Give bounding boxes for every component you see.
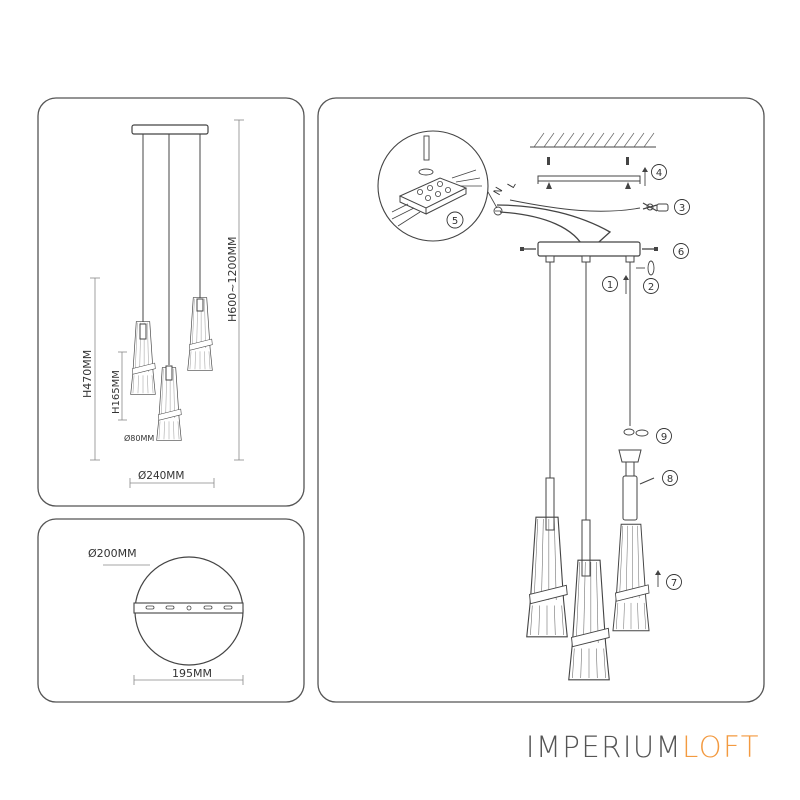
svg-text:6: 6	[678, 247, 684, 258]
canopy-panel: Ø200MM 195MM	[37, 518, 305, 703]
pendant-shade	[568, 559, 610, 681]
wire-label-live: L	[506, 180, 519, 191]
svg-text:8: 8	[667, 474, 673, 485]
svg-text:5: 5	[452, 216, 458, 227]
pendant-shade	[612, 523, 650, 632]
svg-text:3: 3	[679, 203, 685, 214]
shade-height-label: H165MM	[111, 370, 122, 414]
mounting-bracket	[537, 175, 641, 182]
wire-connector	[642, 202, 669, 212]
svg-text:4: 4	[656, 168, 662, 179]
spread-diameter-label: Ø240MM	[138, 470, 184, 482]
brand-name-part2: LOFT	[682, 730, 760, 764]
install-canopy	[537, 241, 641, 257]
installation-panel: N L	[317, 97, 765, 703]
svg-text:7: 7	[671, 578, 677, 589]
pendant-shade	[526, 516, 568, 638]
step-marker: 7	[666, 574, 682, 590]
wire-label-neutral: N	[492, 186, 505, 198]
brand-name-part1: IMPERIUM	[525, 730, 683, 764]
dimensions-panel: H600~1200MM H470MM H165MM Ø80MM Ø240MM	[37, 97, 305, 507]
canopy-bar-length-label: 195MM	[172, 667, 212, 680]
overall-height-label: H600~1200MM	[226, 237, 239, 322]
svg-text:2: 2	[648, 282, 654, 293]
shade-range-height-label: H470MM	[81, 350, 94, 398]
step-marker: 9	[656, 428, 672, 444]
step-marker: 8	[662, 470, 678, 486]
step-marker: 2	[643, 278, 659, 294]
step-marker: 6	[673, 243, 689, 259]
step-marker: 3	[674, 199, 690, 215]
step-marker: 5	[446, 211, 464, 229]
canopy-diameter-label: Ø200MM	[88, 547, 137, 560]
terminal-block-detail	[377, 130, 498, 242]
ceiling	[530, 132, 656, 148]
step-marker: 1	[602, 276, 618, 292]
svg-text:9: 9	[661, 432, 667, 443]
mounting-bar	[133, 602, 244, 614]
ground-icon	[493, 206, 503, 216]
shade-diameter-label: Ø80MM	[124, 433, 154, 443]
brand-logo: IMPERIUMLOFT	[526, 730, 760, 764]
svg-text:1: 1	[607, 280, 613, 291]
step-marker: 4	[651, 164, 667, 180]
